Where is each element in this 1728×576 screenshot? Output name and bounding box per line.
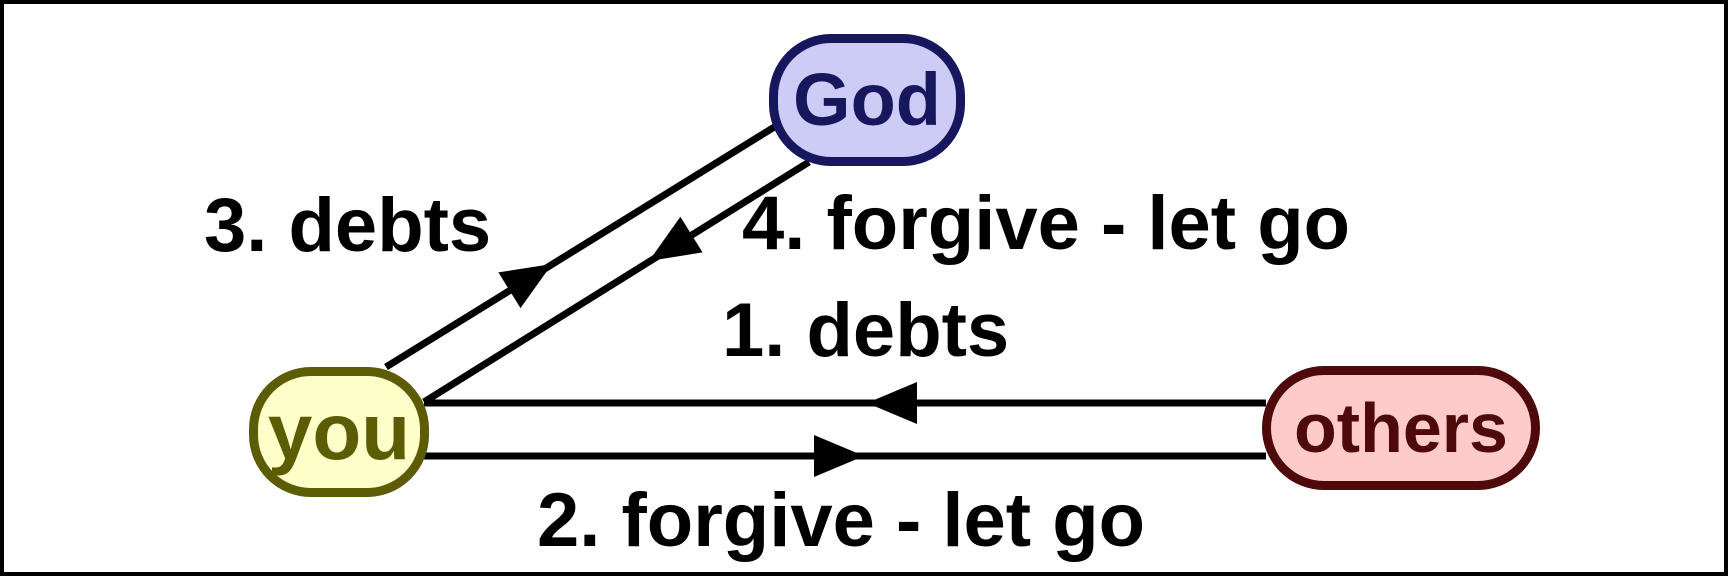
edge-label-debts-to-god: 3. debts <box>204 183 492 268</box>
arrowhead-down-left-icon <box>649 216 703 261</box>
arrowhead-right-icon <box>814 435 864 477</box>
edges-layer <box>384 123 1266 477</box>
edge-line-god-to-you <box>422 159 811 405</box>
node-others: others <box>1262 366 1540 490</box>
edge-label-debts-to-you: 1. debts <box>722 288 1010 373</box>
node-god: God <box>769 34 965 166</box>
edge-label-forgive-from-god: 4. forgive - let go <box>742 181 1351 266</box>
arrowhead-up-right-icon <box>498 264 552 309</box>
edge-line-you-to-god <box>384 123 778 370</box>
edge-label-forgive-others: 2. forgive - let go <box>537 478 1146 563</box>
node-you: you <box>249 367 429 497</box>
arrowhead-left-icon <box>867 382 917 424</box>
